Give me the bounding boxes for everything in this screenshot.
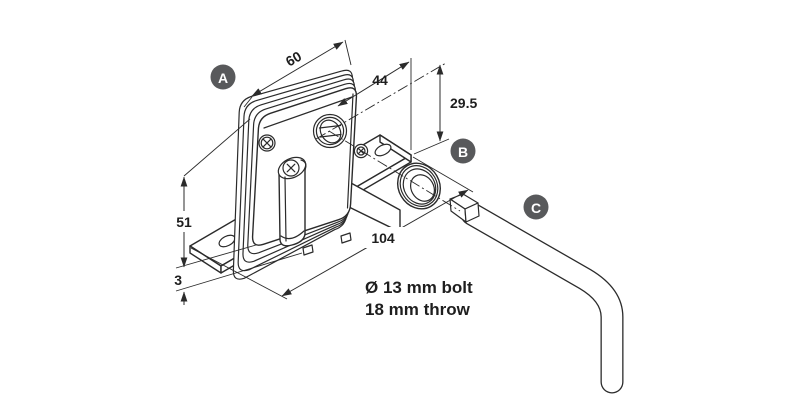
bolt-housing: [346, 182, 401, 233]
bolt-note-line2: 18 mm throw: [365, 300, 471, 319]
part-label-b: B: [450, 138, 476, 164]
hex-nut: [353, 143, 369, 159]
dim-body-height: 51: [176, 214, 192, 230]
cylinder-hole: [312, 113, 348, 149]
dim-plate-thickness: 3: [174, 272, 182, 288]
part-label-b-letter: B: [458, 144, 468, 160]
front-screw: [258, 134, 276, 152]
part-label-c-badge: [523, 194, 549, 220]
dimension-104: 104: [190, 156, 474, 300]
dimension-29-5: 29.5: [413, 64, 477, 155]
dim-body-width: 60: [283, 48, 305, 70]
operating-rod: [449, 193, 624, 394]
part-label-b-badge: [450, 138, 476, 164]
body-tab-right: [340, 232, 352, 244]
dim-plate-length: 104: [371, 230, 395, 246]
centerline-bolt-axis: [328, 130, 461, 212]
dimension-3: 3: [174, 252, 303, 305]
dimension-44: 44: [337, 58, 412, 150]
dimension-60: 60: [243, 39, 352, 108]
dim-backset: 44: [372, 72, 388, 88]
part-label-a: A: [210, 64, 236, 90]
part-label-a-badge: [210, 64, 236, 90]
part-label-a-letter: A: [218, 70, 228, 86]
dimension-51: 51: [171, 118, 257, 269]
part-label-c-letter: C: [531, 200, 541, 216]
bolt-guide-cylinder: [277, 156, 307, 247]
dim-bolt-axis-height: 29.5: [450, 95, 477, 111]
bolt-note-line1: Ø 13 mm bolt: [365, 278, 473, 297]
part-label-c: C: [523, 194, 549, 220]
plate-screw-hole-right: [374, 143, 392, 157]
bolt-note: Ø 13 mm bolt 18 mm throw: [365, 278, 473, 319]
centerline-cylinder-axis: [315, 62, 447, 140]
